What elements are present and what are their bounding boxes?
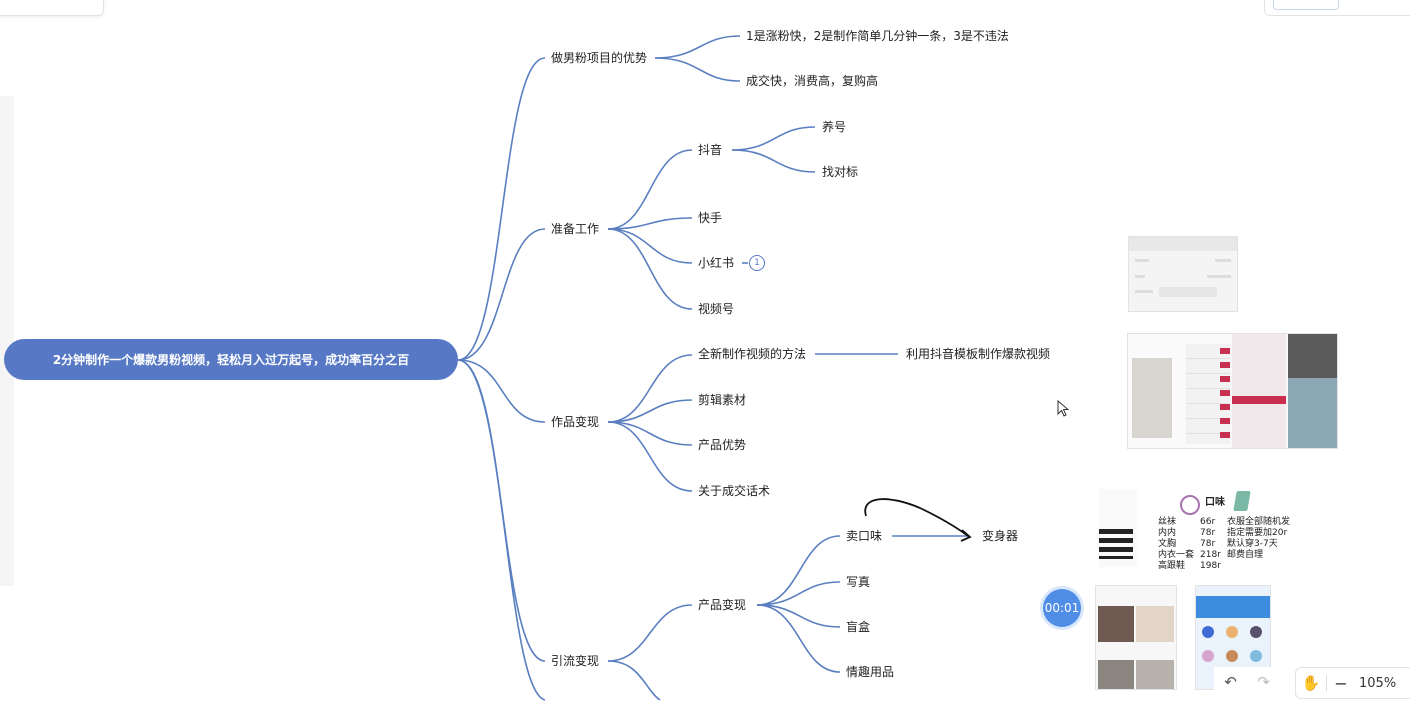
zoom-toolbar: ✋ − 105%: [1295, 667, 1410, 699]
link-root-branch3: [457, 359, 546, 423]
node-preparation[interactable]: 准备工作: [551, 222, 600, 236]
node-advantage-2[interactable]: 成交快，消费高，复购高: [746, 74, 879, 88]
zoom-level[interactable]: 105%: [1359, 675, 1397, 691]
left-panel-edge: [0, 96, 14, 586]
attachment-image-chatlist[interactable]: [1099, 489, 1137, 567]
hand-drawn-arrow: [864, 498, 972, 542]
history-controls: ↶ ↷: [1214, 667, 1280, 697]
node-kuaishou[interactable]: 快手: [698, 211, 723, 225]
recording-timer[interactable]: 00:01: [1043, 589, 1081, 627]
node-traffic-monetize[interactable]: 引流变现: [551, 654, 600, 668]
node-sell-taste[interactable]: 卖口味: [846, 529, 883, 543]
link-b2-kuaishou: [607, 217, 693, 230]
node-editing-material[interactable]: 剪辑素材: [698, 393, 747, 407]
link-b2-douyin: [607, 149, 693, 230]
attachment-image-profiles[interactable]: [1127, 333, 1338, 449]
redo-icon[interactable]: ↷: [1257, 673, 1270, 691]
attachment-image-photos[interactable]: [1095, 585, 1177, 690]
circle-icon: [1180, 495, 1200, 515]
link-root-branch4-ext: [457, 359, 546, 701]
top-right-toolbar[interactable]: [1264, 0, 1410, 16]
link-product-qingqu: [756, 604, 841, 673]
node-advantages[interactable]: 做男粉项目的优势: [551, 51, 648, 65]
link-b2-xhs: [607, 228, 693, 264]
node-product-advantage[interactable]: 产品优势: [698, 438, 747, 452]
node-xiaohongshu[interactable]: 小红书: [698, 256, 735, 270]
price-card-title: 口味: [1205, 497, 1225, 508]
node-zhaoduibiao[interactable]: 找对标: [822, 165, 859, 179]
link-b3-method: [607, 354, 693, 423]
root-node[interactable]: 2分钟制作一个爆款男粉视频，轻松月入过万起号，成功率百分之百: [4, 339, 458, 380]
top-left-toolbar[interactable]: [0, 0, 104, 16]
link-douyin-yanghao: [731, 126, 816, 151]
node-new-method[interactable]: 全新制作视频的方法: [698, 347, 807, 361]
link-product-xiezhen: [756, 581, 841, 606]
link-product-mouth: [756, 535, 841, 606]
node-douyin[interactable]: 抖音: [698, 143, 723, 157]
link-b1-c1: [654, 35, 741, 59]
link-b4-ext: [607, 660, 661, 701]
link-b1-c2: [654, 57, 741, 82]
link-b3-huashu: [607, 421, 693, 492]
attachment-image-settings[interactable]: [1128, 236, 1238, 312]
link-root-branch2: [457, 228, 546, 361]
node-shipinhao[interactable]: 视频号: [698, 302, 735, 316]
node-product-monetize[interactable]: 产品变现: [698, 598, 747, 612]
zoom-out-icon[interactable]: −: [1334, 673, 1348, 693]
node-works-monetize[interactable]: 作品变现: [551, 415, 600, 429]
node-voice-changer[interactable]: 变身器: [982, 529, 1019, 543]
link-b3-chanpin: [607, 421, 693, 446]
link-b3-jianji: [607, 399, 693, 423]
mouse-cursor-icon: [1057, 400, 1069, 417]
comment-count-badge[interactable]: 1: [749, 255, 765, 271]
undo-icon[interactable]: ↶: [1224, 673, 1237, 691]
toolbar-divider: [1326, 675, 1327, 691]
top-right-button[interactable]: [1273, 0, 1339, 10]
node-yanghao[interactable]: 养号: [822, 120, 847, 134]
link-b2-sph: [607, 228, 693, 310]
price-card-notes: 衣服全部随机发 指定需要加20r 默认穿3-7天 邮费自理: [1227, 517, 1291, 560]
link-root-branch1: [457, 57, 546, 361]
node-photoshoot[interactable]: 写真: [846, 575, 871, 589]
node-adult-products[interactable]: 情趣用品: [846, 665, 895, 679]
link-product-manghe: [756, 604, 841, 628]
hand-tool-icon[interactable]: ✋: [1301, 674, 1321, 692]
node-sales-script[interactable]: 关于成交话术: [698, 484, 771, 498]
node-advantage-1[interactable]: 1是涨粉快，2是制作简单几分钟一条，3是不违法: [746, 29, 1009, 43]
node-blind-box[interactable]: 盲盒: [846, 620, 871, 634]
link-douyin-zhaoduibiao: [731, 149, 816, 173]
link-b4-product: [607, 604, 693, 662]
node-template-method[interactable]: 利用抖音模板制作爆款视频: [906, 347, 1051, 361]
